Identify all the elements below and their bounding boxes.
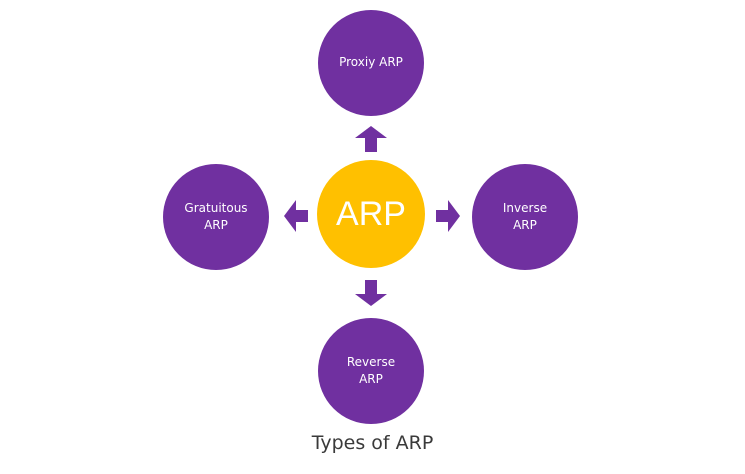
arrow-left-icon xyxy=(284,200,308,232)
node-inverse-arp: Inverse ARP xyxy=(472,164,578,270)
node-reverse-arp: Reverse ARP xyxy=(318,318,424,424)
node-proxy-arp: Proxiy ARP xyxy=(318,10,424,116)
arrow-up-icon xyxy=(355,126,387,152)
arrow-right-icon xyxy=(436,200,460,232)
node-proxy-arp-label: Proxiy ARP xyxy=(339,55,403,70)
arrow-down-icon xyxy=(355,280,387,306)
node-inverse-arp-label: Inverse ARP xyxy=(502,200,548,232)
node-arp-center: ARP xyxy=(317,160,425,268)
node-gratuitous-arp-label: Gratuitous ARP xyxy=(184,200,248,232)
diagram-caption: Types of ARP xyxy=(311,432,434,454)
node-arp-center-label: ARP xyxy=(336,194,406,233)
node-gratuitous-arp: Gratuitous ARP xyxy=(163,164,269,270)
node-reverse-arp-label: Reverse ARP xyxy=(346,354,396,386)
